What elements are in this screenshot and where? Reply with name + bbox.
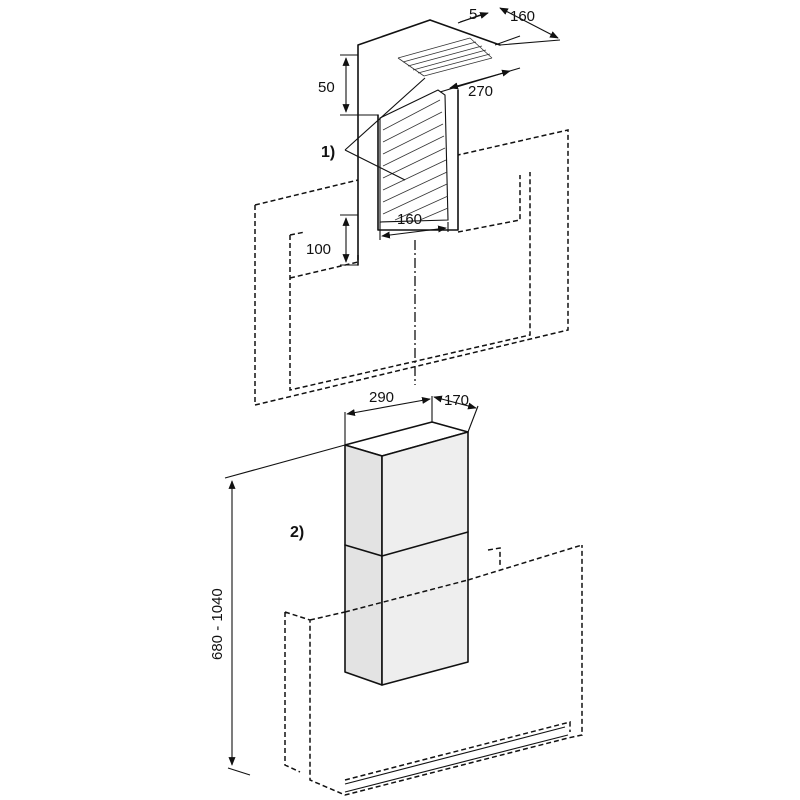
dim-bracket-width bbox=[379, 222, 449, 240]
dim-top-depth bbox=[457, 7, 561, 46]
dim-bracket-height bbox=[340, 214, 358, 266]
hood-outline-dashed bbox=[284, 544, 583, 796]
chimney-side-face bbox=[381, 431, 469, 686]
label-chimney-width: 290 bbox=[369, 389, 394, 406]
dim-top-width bbox=[439, 67, 521, 93]
label-top-offset: 5 bbox=[469, 6, 477, 23]
label-total-height: 680 - 1040 bbox=[209, 588, 226, 660]
chimney-section-joint bbox=[344, 531, 469, 557]
label-bracket-height: 100 bbox=[306, 241, 331, 258]
chimney-inner-edge bbox=[431, 421, 469, 433]
mounting-plate-hatch bbox=[379, 89, 449, 223]
upper-bracket-assembly bbox=[254, 7, 569, 406]
hood-bottom-lip bbox=[344, 726, 569, 793]
label-bracket-width: 160 bbox=[397, 211, 422, 228]
dim-total-height bbox=[224, 444, 346, 776]
upper-mount-outline bbox=[357, 19, 501, 266]
lower-chimney-assembly bbox=[224, 395, 583, 796]
ceiling-plate-hatch bbox=[397, 37, 493, 77]
hood-line-behind-chimney bbox=[344, 579, 469, 613]
label-top-height: 50 bbox=[318, 79, 335, 96]
label-top-width: 270 bbox=[468, 83, 493, 100]
dim-chimney-depth bbox=[433, 395, 479, 433]
note-1-label: 1) bbox=[321, 144, 335, 161]
note-1-leader bbox=[344, 77, 426, 181]
label-top-depth: 160 bbox=[510, 8, 535, 25]
chimney-front-face bbox=[344, 444, 383, 686]
dim-top-height bbox=[340, 54, 378, 116]
bracket-frame-dashed bbox=[254, 129, 569, 406]
dim-chimney-width bbox=[344, 396, 433, 445]
note-2-label: 2) bbox=[290, 524, 304, 541]
label-chimney-depth: 170 bbox=[444, 392, 469, 409]
